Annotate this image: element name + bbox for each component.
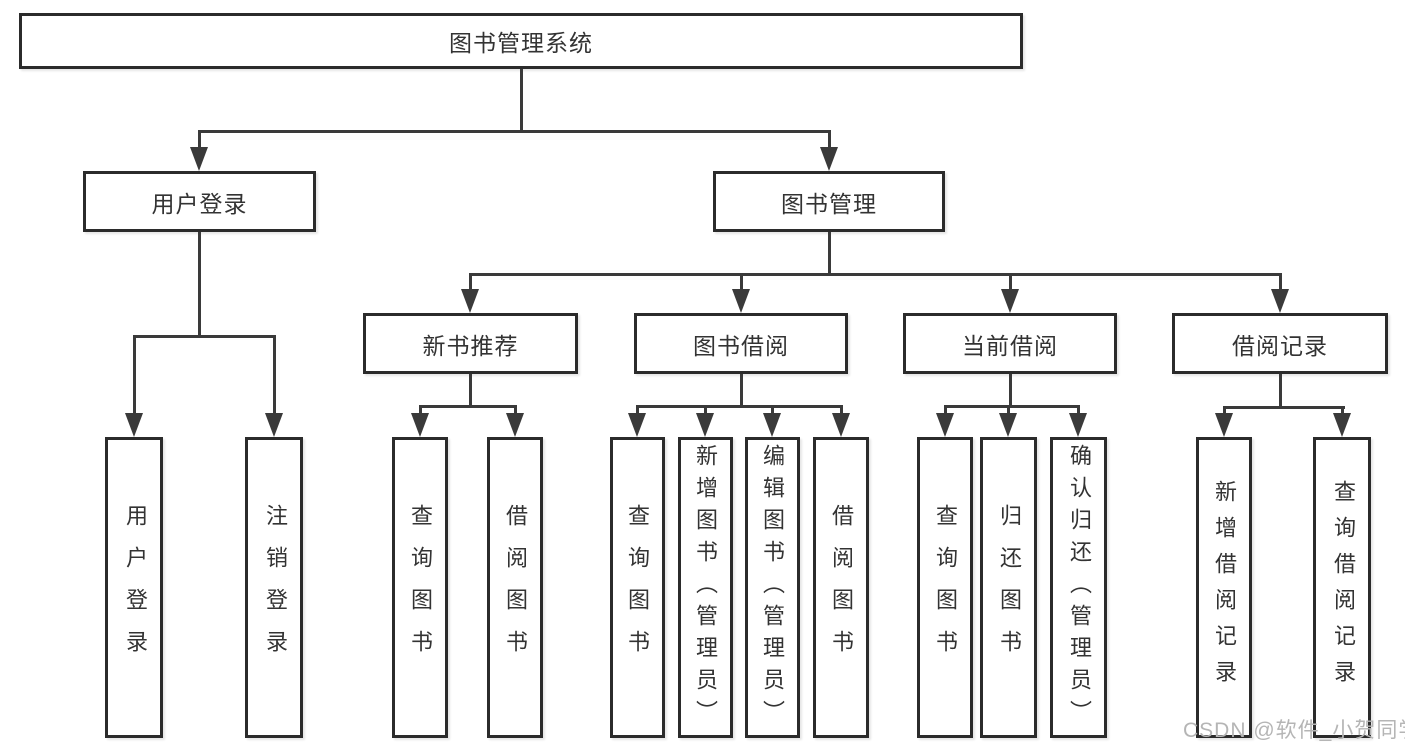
connector-line — [1009, 374, 1012, 405]
connector-line — [1341, 406, 1344, 415]
connector-line — [944, 405, 947, 415]
connector-line — [1223, 406, 1226, 415]
connector-line — [133, 335, 136, 415]
connector-line — [636, 405, 843, 408]
connector-line — [1077, 405, 1080, 415]
arrow-down-icon — [506, 413, 524, 437]
connector-line — [704, 405, 707, 415]
connector-line — [133, 335, 276, 338]
arrow-down-icon — [999, 413, 1017, 437]
node-leaf-logout: 注销登录 — [245, 437, 303, 738]
node-leaf-cb-query-books: 查询图书 — [917, 437, 973, 738]
arrow-down-icon — [265, 413, 283, 437]
node-leaf-bb-borrow-books: 借阅图书 — [813, 437, 869, 738]
node-leaf-br-add-record: 新增借阅记录 — [1196, 437, 1252, 738]
connector-line — [514, 405, 517, 415]
node-leaf-bb-add-books: 新增图书（管理员） — [678, 437, 733, 738]
node-library-system: 图书管理系统 — [19, 13, 1023, 69]
connector-line — [740, 374, 743, 405]
arrow-down-icon — [1215, 413, 1233, 437]
arrow-down-icon — [820, 147, 838, 171]
connector-line — [828, 130, 831, 150]
node-book-borrow: 图书借阅 — [634, 313, 848, 374]
node-leaf-user-login: 用户登录 — [105, 437, 163, 738]
connector-line — [636, 405, 639, 415]
connector-line — [469, 374, 472, 405]
node-new-books: 新书推荐 — [363, 313, 578, 374]
arrow-down-icon — [732, 289, 750, 313]
connector-line — [419, 405, 422, 415]
node-book-manage: 图书管理 — [713, 171, 945, 232]
connector-line — [273, 335, 276, 415]
arrow-down-icon — [696, 413, 714, 437]
connector-line — [1007, 405, 1010, 415]
connector-line — [469, 273, 1282, 276]
arrow-down-icon — [125, 413, 143, 437]
connector-line — [740, 273, 743, 291]
node-leaf-bb-query-books: 查询图书 — [610, 437, 665, 738]
arrow-down-icon — [1069, 413, 1087, 437]
arrow-down-icon — [411, 413, 429, 437]
connector-line — [198, 130, 201, 150]
connector-line — [1279, 273, 1282, 291]
connector-line — [198, 232, 201, 335]
connector-line — [1279, 374, 1282, 406]
connector-line — [944, 405, 1080, 408]
node-leaf-br-query-record: 查询借阅记录 — [1313, 437, 1371, 738]
connector-line — [419, 405, 517, 408]
watermark-text: CSDN @软件_小贺同学 — [1183, 719, 1405, 742]
connector-line — [828, 232, 831, 273]
arrow-down-icon — [763, 413, 781, 437]
node-user-login: 用户登录 — [83, 171, 316, 232]
connector-line — [771, 405, 774, 415]
node-leaf-nb-query-books: 查询图书 — [392, 437, 448, 738]
connector-line — [1223, 406, 1345, 409]
node-leaf-nb-borrow-books: 借阅图书 — [487, 437, 543, 738]
node-current-borrow: 当前借阅 — [903, 313, 1117, 374]
connector-line — [469, 273, 472, 291]
arrow-down-icon — [1333, 413, 1351, 437]
node-borrow-records: 借阅记录 — [1172, 313, 1388, 374]
arrow-down-icon — [936, 413, 954, 437]
connector-line — [198, 130, 831, 133]
arrow-down-icon — [832, 413, 850, 437]
arrow-down-icon — [1271, 289, 1289, 313]
node-leaf-cb-confirm-return: 确认归还（管理员） — [1050, 437, 1107, 738]
arrow-down-icon — [190, 147, 208, 171]
arrow-down-icon — [628, 413, 646, 437]
connector-line — [1009, 273, 1012, 291]
node-leaf-bb-edit-books: 编辑图书（管理员） — [745, 437, 800, 738]
connector-line — [840, 405, 843, 415]
arrow-down-icon — [461, 289, 479, 313]
node-leaf-cb-return-books: 归还图书 — [980, 437, 1037, 738]
arrow-down-icon — [1001, 289, 1019, 313]
connector-line — [520, 69, 523, 130]
